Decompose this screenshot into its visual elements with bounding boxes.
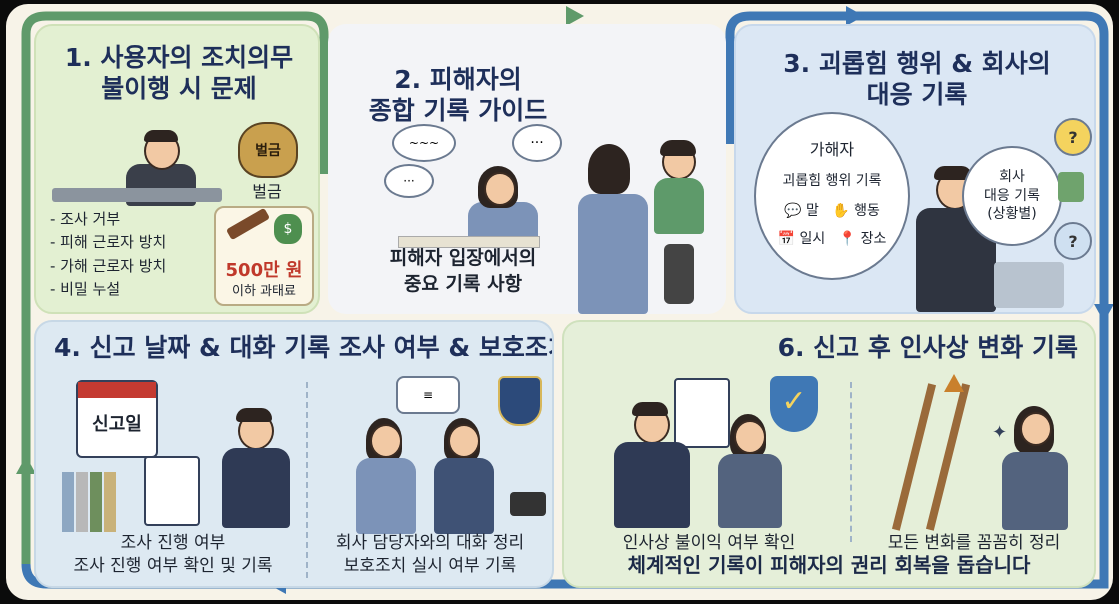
- panel6-caption-left: 인사상 불이익 여부 확인: [622, 533, 796, 553]
- panel6-title: 6. 신고 후 인사상 변화 기록: [777, 333, 1078, 362]
- binders-illustration: [62, 472, 132, 532]
- fine-caption: 이하 과태료: [232, 284, 296, 299]
- harassment-record-label: 괴롭힘 행위 기록: [782, 173, 882, 189]
- panel-hr-change-record: 6. 신고 후 인사상 변화 기록 ✓ ✦ 인사상 불이익 여부 확인 모든 변…: [562, 320, 1096, 588]
- desk-illustration: [52, 188, 222, 202]
- speech-bubble-icon: ···: [512, 124, 562, 162]
- document-icon: [1058, 172, 1084, 202]
- tag-speech: 말: [805, 203, 819, 219]
- investigator-illustration: [216, 408, 296, 528]
- arrowhead-icon: [16, 456, 36, 474]
- calendar-label: 신고일: [92, 414, 142, 435]
- panel-report-conversation-investigation: 4. 신고 날짜 & 대화 기록 조사 여부 & 보호조치 기록 신고일 ≡: [34, 320, 554, 588]
- shield-check-icon: ✓: [770, 376, 818, 432]
- arrowhead-icon: [1094, 304, 1113, 322]
- bottom-message: 체계적인 기록이 피해자의 권리 회복을 돕습니다: [627, 553, 1031, 577]
- confident-woman-illustration: [996, 406, 1076, 530]
- calendar-icon: 신고일: [76, 380, 158, 458]
- consultation-illustration: [578, 134, 718, 314]
- panel4-caption-right: 회사 담당자와의 대화 정리 보호조치 실시 여부 기록: [335, 533, 525, 576]
- checklist-icon: [674, 378, 730, 448]
- list-item: - 가해 근로자 방치: [50, 256, 167, 275]
- checklist-magnifier-icon: [144, 456, 200, 526]
- panel2-title: 2. 피해자의 종합 기록 가이드: [368, 65, 548, 126]
- laptop-illustration: [994, 262, 1064, 308]
- list-item: - 피해 근로자 방치: [50, 233, 167, 252]
- hr-meeting-illustration: [604, 402, 804, 528]
- panel-harassment-company-response: 3. 괴롭힘 행위 & 회사의 대응 기록 가해자 괴롭힘 행위 기록 💬 말 …: [734, 24, 1096, 314]
- badge-shield-icon: [498, 376, 542, 426]
- panel-victim-record-guide: 2. 피해자의 종합 기록 가이드 ~~~ ··· ··· 피해자 입장에서의 …: [328, 24, 726, 314]
- violation-list: - 조사 거부 - 피해 근로자 방치 - 가해 근로자 방치 - 비밀 누설: [50, 208, 166, 301]
- money-bag-label: 벌금: [255, 143, 281, 159]
- tag-place: 장소: [860, 231, 887, 247]
- conversation-illustration: [352, 418, 502, 534]
- fine-box: $ 500만 원 이하 과태료: [214, 206, 314, 306]
- money-icon: $: [274, 214, 302, 244]
- offender-record-bubble: 가해자 괴롭힘 행위 기록 💬 말 ✋ 행동 📅 일시 📍 장소: [754, 112, 910, 280]
- ladder-growth-illustration: [890, 374, 980, 532]
- list-item: - 조사 거부: [50, 210, 121, 228]
- fine-amount: 500만 원: [225, 260, 303, 281]
- record-tags-row-1: 💬 말 ✋ 행동: [784, 200, 880, 220]
- company-response-label: 회사 대응 기록 (상황별): [984, 168, 1040, 223]
- calendar-icon: 📅: [777, 231, 796, 247]
- question-mark: ?: [1068, 231, 1078, 251]
- record-tags-row-2: 📅 일시 📍 장소: [778, 228, 887, 248]
- question-icon: ?: [1054, 222, 1092, 260]
- gavel-icon: [225, 207, 271, 241]
- thought-cloud-icon: ~~~: [392, 124, 456, 162]
- panel4-title: 4. 신고 날짜 & 대화 기록 조사 여부 & 보호조치 기록: [54, 333, 552, 362]
- panel2-caption: 피해자 입장에서의 중요 기록 사항: [389, 247, 537, 295]
- speech-bubble-icon: ≡: [396, 376, 460, 414]
- speech-icon: 💬: [784, 203, 802, 219]
- recorder-icon: [510, 492, 546, 516]
- question-mark: ?: [1068, 127, 1078, 147]
- panel6-caption-right: 모든 변화를 꼼꼼히 정리: [887, 533, 1061, 553]
- location-pin-icon: 📍: [838, 231, 857, 247]
- arrow-up-icon: [944, 374, 964, 392]
- arrowhead-icon: [846, 6, 864, 26]
- list-item: - 비밀 누설: [50, 279, 121, 298]
- question-icon: ?: [1054, 118, 1092, 156]
- money-bag-icon: 벌금: [238, 122, 298, 178]
- thought-cloud-icon: ···: [384, 164, 434, 198]
- money-bag-caption: 벌금: [252, 182, 282, 201]
- panel1-title: 1. 사용자의 조치의무 불이행 시 문제: [64, 43, 294, 104]
- panel-employer-duty: 1. 사용자의 조치의무 불이행 시 문제 벌금 벌금 - 조사 거부 - 피해…: [34, 24, 320, 314]
- offender-label: 가해자: [809, 140, 855, 159]
- sparkle-icon: ✦: [992, 422, 1008, 443]
- hand-icon: ✋: [832, 203, 850, 219]
- tag-date: 일시: [799, 231, 826, 247]
- panel4-divider: [306, 382, 308, 578]
- tag-action: 행동: [854, 203, 880, 219]
- notebook-illustration: [398, 236, 540, 248]
- panel3-title: 3. 괴롭힘 행위 & 회사의 대응 기록: [783, 49, 1051, 110]
- panel4-caption-left: 조사 진행 여부 조사 진행 여부 확인 및 기록: [73, 533, 273, 576]
- writing-woman-illustration: [438, 164, 558, 244]
- company-response-bubble: 회사 대응 기록 (상황별): [962, 146, 1062, 246]
- panel6-divider: [850, 382, 852, 542]
- infographic-frame: 1. 사용자의 조치의무 불이행 시 문제 벌금 벌금 - 조사 거부 - 피해…: [6, 4, 1113, 600]
- arrowhead-icon: [566, 6, 584, 26]
